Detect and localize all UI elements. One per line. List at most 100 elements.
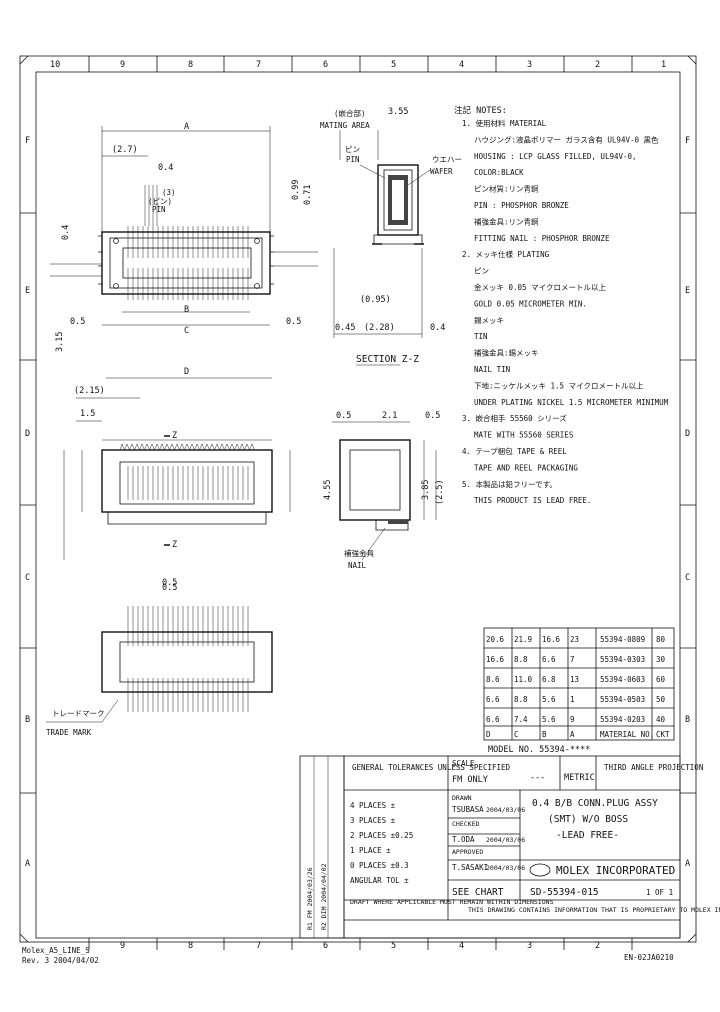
note-line: GOLD 0.05 MICROMETER MIN. xyxy=(474,299,587,308)
approved-name: T.SASAKI xyxy=(452,863,488,872)
table-cell: 6.6 xyxy=(542,655,556,664)
mating-area-label: MATING AREA xyxy=(320,121,370,130)
bottom-zone-ruler: 9 8 7 6 5 4 3 2 xyxy=(88,938,633,951)
dim-4-55: 4.55 xyxy=(323,480,333,500)
table-cell: 55394-0603 xyxy=(600,675,645,684)
table-header: B xyxy=(542,730,547,739)
note-line: TAPE AND REEL PACKAGING xyxy=(474,463,578,472)
dim-3-15: 3.15 xyxy=(55,332,65,352)
table-cell: 55394-0303 xyxy=(600,655,645,664)
dim-0-95: (0.95) xyxy=(360,295,391,305)
zone-label-left-D: D xyxy=(25,429,30,439)
draft-note: DRAFT WHERE APPLICABLE MUST REMAIN WITHI… xyxy=(350,898,554,906)
dim-3: (3) xyxy=(162,188,176,197)
section-view: (嵌合部) MATING AREA 3.55 ピン PIN ウエハー WAFER… xyxy=(320,107,462,366)
zone-label-bottom-4: 4 xyxy=(459,941,464,951)
checked-name: T.ODA xyxy=(452,835,475,844)
z-marker-top: Z xyxy=(172,431,177,441)
side-zone-rulers: F E D C B A F E D C B A xyxy=(20,136,696,869)
zone-label-left-A: A xyxy=(25,859,30,869)
molex-logo xyxy=(529,863,551,877)
section-title: SECTION Z-Z xyxy=(356,354,419,365)
top-zone-ruler: 10 9 8 7 6 5 4 3 2 1 xyxy=(50,56,666,72)
zone-label-left-B: B xyxy=(25,715,30,725)
wafer-jp: ウエハー xyxy=(432,155,462,164)
proprietary-notice: THIS DRAWING CONTAINS INFORMATION THAT I… xyxy=(468,906,720,914)
table-cell: 60 xyxy=(656,675,666,684)
table-cell: 20.6 xyxy=(486,635,505,644)
dim-0-5-side-left: 0.5 xyxy=(336,411,351,421)
dim-1-5: 1.5 xyxy=(80,409,95,419)
note-line: THIS PRODUCT IS LEAD FREE. xyxy=(474,496,591,505)
dim-c-top: C xyxy=(184,326,189,336)
tolerance-row: 0 PLACES ±0.3 xyxy=(350,861,409,870)
note-line: ピン材質:リン青銅 xyxy=(474,184,539,194)
tolerance-row: ANGULAR TOL ± xyxy=(350,876,409,885)
zone-label-top-4: 4 xyxy=(459,60,464,70)
drawn-name: TSUBASA xyxy=(452,805,484,814)
dim-2-1: 2.1 xyxy=(382,411,397,421)
dim-2-28: (2.28) xyxy=(364,323,395,333)
note-line: TIN xyxy=(474,332,488,341)
drawing-title-2: (SMT) W/O BOSS xyxy=(548,814,628,825)
table-cell: 6.8 xyxy=(542,675,556,684)
front-view: D (2.15) 1.5 Z Z 0.5 xyxy=(63,367,291,588)
table-cell: 55394-0809 xyxy=(600,635,645,644)
zone-label-top-3: 3 xyxy=(527,60,532,70)
left-footer: Molex_A5_LINE_S Rev. 3 2004/04/02 xyxy=(22,946,99,965)
tolerance-row: 4 PLACES ± xyxy=(350,801,396,810)
table-cell: 80 xyxy=(656,635,666,644)
note-line: 補強金具:錫メッキ xyxy=(474,348,539,358)
dim-d: D xyxy=(184,367,189,377)
zone-label-right-B: B xyxy=(685,715,690,725)
note-line: FITTING NAIL : PHOSPHOR BRONZE xyxy=(474,234,610,243)
zone-label-bottom-3: 3 xyxy=(527,941,532,951)
table-cell: 55394-0203 xyxy=(600,715,645,724)
footer-rev: Rev. 3 2004/04/02 xyxy=(22,956,99,965)
pin-label: PIN xyxy=(152,205,166,214)
dim-2-15: (2.15) xyxy=(74,386,105,396)
note-line: 金メッキ 0.05 マイクロメートル以上 xyxy=(474,282,606,292)
table-cell: 23 xyxy=(570,635,579,644)
zone-label-right-A: A xyxy=(685,859,690,869)
table-cell: 6.6 xyxy=(486,695,500,704)
table-cell: 21.9 xyxy=(514,635,532,644)
note-line: PIN : PHOSPHOR BRONZE xyxy=(474,201,569,210)
approved-date: 2004/03/06 xyxy=(486,864,525,872)
note-line: MATE WITH 55560 SERIES xyxy=(474,431,574,440)
footer-file: Molex_A5_LINE_S xyxy=(22,946,90,955)
doc-type: SEE CHART xyxy=(452,887,504,898)
table-cell: 9 xyxy=(570,715,575,724)
for-only: FM ONLY xyxy=(452,775,488,785)
zone-label-top-6: 6 xyxy=(323,60,328,70)
zone-label-left-F: F xyxy=(25,136,30,146)
table-cell: 8.8 xyxy=(514,695,528,704)
dim-0-45: 0.45 xyxy=(335,323,355,333)
zone-label-top-1: 1 xyxy=(661,60,666,70)
trade-mark-jp: トレードマーク xyxy=(52,709,105,718)
note-line: NAIL TIN xyxy=(474,365,510,374)
note-line: 錫メッキ xyxy=(474,315,504,325)
zone-label-bottom-9: 9 xyxy=(120,941,125,951)
table-cell: 6.6 xyxy=(486,715,500,724)
note-line: 補強金具:リン青銅 xyxy=(474,216,539,226)
note-line: ハウジング:液晶ポリマー ガラス含有 UL94V-0 黒色 xyxy=(474,134,659,144)
table-cell: 5.6 xyxy=(542,695,556,704)
zone-label-left-E: E xyxy=(25,286,30,296)
company-name: MOLEX INCORPORATED xyxy=(556,864,675,877)
table-cell: 16.6 xyxy=(486,655,505,664)
zone-label-right-E: E xyxy=(685,286,690,296)
doc-number: SD-55394-015 xyxy=(530,887,599,898)
zone-label-right-F: F xyxy=(685,136,690,146)
nail-jp: 補強金具 xyxy=(344,548,374,558)
dim-3-85: 3.85 xyxy=(421,480,431,500)
table-cell: 7.4 xyxy=(514,715,528,724)
units: METRIC xyxy=(564,773,595,783)
section-pin-label: PIN xyxy=(346,155,360,164)
dim-0-5-right: 0.5 xyxy=(286,317,301,327)
note-line: 5. 本製品は鉛フリーです。 xyxy=(462,479,557,489)
zone-label-top-8: 8 xyxy=(188,60,193,70)
table-header: CKT xyxy=(656,730,670,739)
